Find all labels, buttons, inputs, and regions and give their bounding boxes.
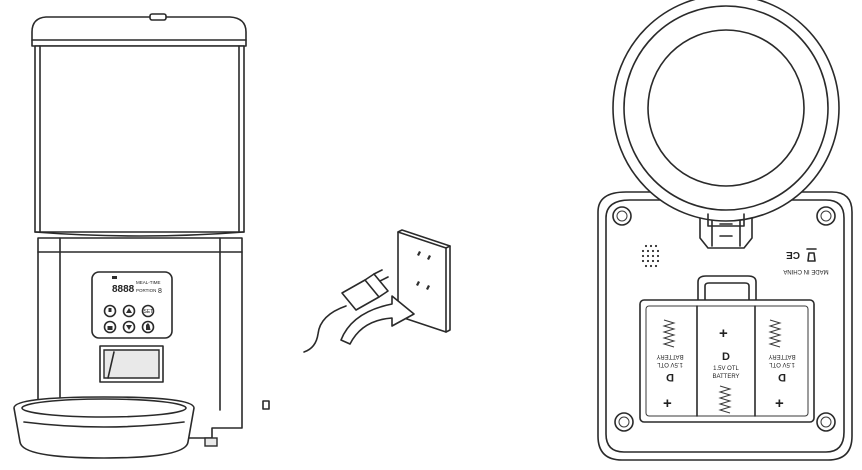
battery-cell-left: D 1.5V OTL BATTERY xyxy=(656,353,683,383)
svg-text:1.5V OTL: 1.5V OTL xyxy=(713,366,739,372)
svg-text:BATTERY: BATTERY xyxy=(656,353,683,359)
spring-left xyxy=(662,319,676,348)
plug-icon xyxy=(341,279,380,311)
right-plus: + xyxy=(775,395,784,412)
display-digits: 8888 xyxy=(112,284,135,295)
lock-icon xyxy=(107,326,113,330)
battery-compartment xyxy=(639,299,815,423)
hand-icon xyxy=(146,323,151,330)
feeder-foot xyxy=(204,437,218,447)
meal-time-label: MEAL-TIME xyxy=(136,280,161,285)
portion-digit: 8 xyxy=(158,288,162,295)
wifi-indicator xyxy=(112,276,117,279)
rear-label: MADE IN CHINA xyxy=(783,268,828,274)
svg-text:1.5V OTL: 1.5V OTL xyxy=(769,361,795,367)
power-cord xyxy=(303,305,347,353)
left-plus: + xyxy=(663,395,672,412)
food-hopper xyxy=(34,45,245,233)
set-button-label: SET xyxy=(144,309,154,315)
insert-arrow xyxy=(340,295,415,345)
battery-cell-middle: D 1.5V OTL BATTERY xyxy=(712,351,739,380)
feeder-lid xyxy=(31,16,247,47)
down-arrow-icon xyxy=(126,325,132,330)
up-arrow-icon xyxy=(126,308,132,313)
svg-text:1.5V OTL: 1.5V OTL xyxy=(657,361,683,367)
svg-text:BATTERY: BATTERY xyxy=(768,353,795,359)
spring-middle xyxy=(718,385,732,414)
svg-text:D: D xyxy=(722,351,730,363)
feeder-bottom-view: MADE IN CHINA CE D 1.5V OTL BATTERY + D … xyxy=(597,0,853,461)
set-button[interactable] xyxy=(141,304,155,318)
svg-text:D: D xyxy=(778,371,786,383)
microphone-icon xyxy=(108,308,112,312)
middle-plus: + xyxy=(719,325,728,342)
compartment-handle xyxy=(697,275,757,300)
dustbin-icon xyxy=(806,248,817,262)
svg-text:D: D xyxy=(666,371,674,383)
bottom-lid xyxy=(612,0,840,222)
corner-screws xyxy=(612,206,836,432)
portion-label: PORTION xyxy=(136,288,156,293)
power-connection xyxy=(303,229,451,353)
lid-handle xyxy=(149,13,167,21)
battery-cell-right: D 1.5V OTL BATTERY xyxy=(768,353,795,383)
spring-right xyxy=(768,319,782,348)
ce-mark-icon: CE xyxy=(786,249,800,260)
svg-text:BATTERY: BATTERY xyxy=(712,374,739,380)
speaker-icon xyxy=(641,244,660,268)
power-port xyxy=(262,400,270,410)
pet-feeder: 8888 MEAL-TIME PORTION 8 SET xyxy=(13,13,270,459)
